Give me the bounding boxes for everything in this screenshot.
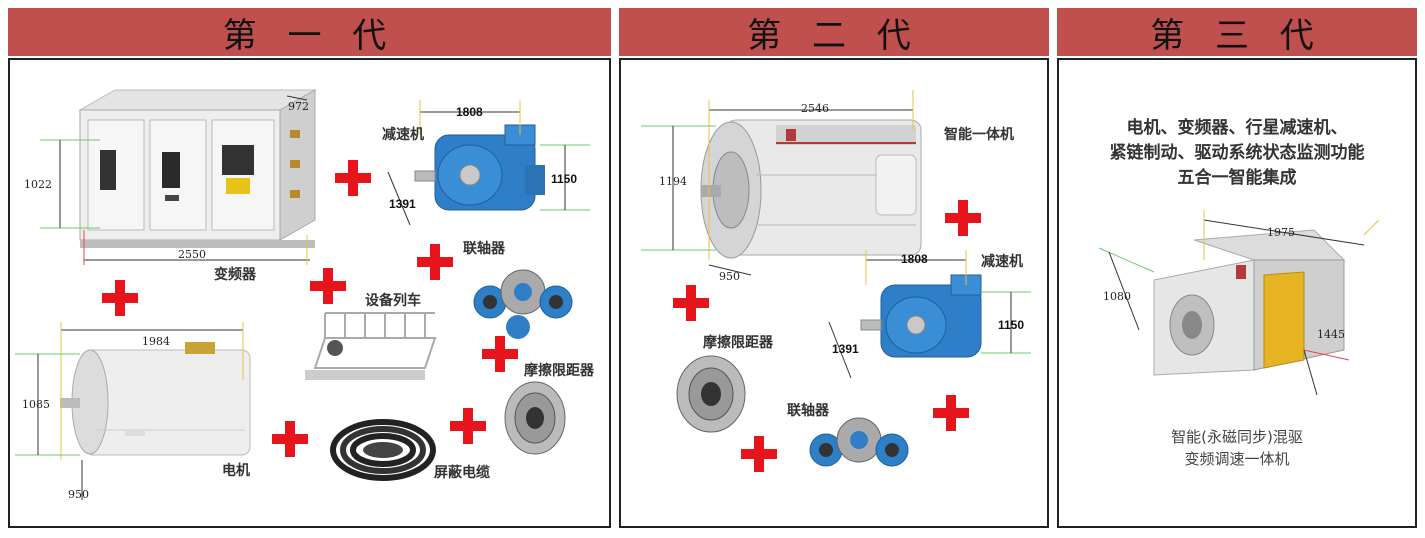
gen3-banner: 第 三 代 (1057, 8, 1417, 56)
reducer-image (414, 124, 545, 211)
gen2-banner: 第 二 代 (619, 8, 1049, 56)
coupling-image (809, 417, 909, 467)
gen2-panel: 2546 1194 950 智能一体机 1808 1150 1391 减速机 摩… (619, 58, 1049, 528)
reducer-image (860, 274, 982, 358)
limiter-image (504, 381, 566, 455)
plus-icon (417, 244, 453, 280)
reducer-width-dim: 1808 (456, 105, 483, 119)
gen3-caption: 智能(永磁同步)混驱 变频调速一体机 (1059, 426, 1415, 470)
cable-label: 屏蔽电缆 (434, 465, 490, 481)
integrated-depth-dim: 950 (719, 270, 740, 283)
inverter-depth-dim: 972 (288, 100, 309, 113)
gen3-caption-line2: 变频调速一体机 (1184, 450, 1290, 468)
gen3-description: 电机、变频器、行星减速机、 紧链制动、驱动系统状态监测功能 五合一智能集成 (1059, 116, 1415, 191)
reducer-label: 减速机 (981, 254, 1023, 270)
plus-icon (310, 268, 346, 304)
gen1-panel: 1022 2550 972 变频器 1808 1150 1391 减速机 联轴器 (8, 58, 611, 528)
motor-height-dim: 1085 (22, 398, 50, 411)
reducer-label: 减速机 (382, 127, 424, 143)
inverter-width-dim: 2550 (178, 248, 206, 261)
gen3-depth-dim: 1445 (1317, 328, 1345, 341)
plus-icon (741, 436, 777, 472)
plus-icon (335, 160, 371, 196)
limiter-label: 摩擦限距器 (703, 335, 773, 351)
gen3-height-dim: 1080 (1103, 290, 1131, 303)
inverter-label: 变频器 (214, 267, 256, 283)
gen3-description-line3: 五合一智能集成 (1177, 168, 1297, 188)
coupling-image (473, 269, 573, 339)
gen3-description-line2: 紧链制动、驱动系统状态监测功能 (1109, 143, 1365, 163)
gen3-integrated-machine-image (1153, 229, 1346, 376)
integrated-label: 智能一体机 (944, 127, 1014, 143)
reducer-height-dim: 1150 (998, 318, 1025, 332)
plus-icon (450, 408, 486, 444)
plus-icon (272, 421, 308, 457)
inverter-height-dim: 1022 (24, 178, 52, 191)
reducer-dimension-lines (828, 250, 1031, 379)
gen1-banner: 第 一 代 (8, 8, 611, 56)
inverter-dimension-lines (40, 95, 310, 265)
limiter-image (676, 355, 746, 433)
reducer-width-dim: 1808 (901, 252, 928, 266)
plus-icon (933, 395, 969, 431)
reducer-depth-dim: 1391 (389, 197, 416, 211)
reducer-depth-dim: 1391 (832, 342, 859, 356)
plus-icon (102, 280, 138, 316)
integrated-dimension-lines (641, 90, 914, 276)
motor-width-dim: 1984 (142, 335, 170, 348)
gen3-dimension-lines (1098, 210, 1380, 396)
plus-icon (482, 336, 518, 372)
equipment-train-label: 设备列车 (365, 293, 421, 309)
equipment-train-image (305, 312, 437, 380)
plus-icon (673, 285, 709, 321)
motor-label: 电机 (222, 463, 250, 479)
motor-depth-dim: 950 (68, 488, 89, 501)
inverter-image (78, 89, 317, 248)
integrated-height-dim: 1194 (659, 175, 687, 188)
limiter-label: 摩擦限距器 (524, 363, 594, 379)
integrated-machine-image (700, 119, 922, 259)
gen3-panel: 电机、变频器、行星减速机、 紧链制动、驱动系统状态监测功能 五合一智能集成 19… (1057, 58, 1417, 528)
coupling-label: 联轴器 (463, 241, 505, 257)
gen3-width-dim: 1975 (1267, 226, 1295, 239)
coupling-label: 联轴器 (787, 403, 829, 419)
plus-icon (945, 200, 981, 236)
motor-image (60, 342, 251, 456)
cable-image (330, 419, 436, 481)
reducer-dimension-lines (387, 100, 590, 226)
gen3-description-line1: 电机、变频器、行星减速机、 (1126, 118, 1348, 138)
integrated-width-dim: 2546 (801, 102, 829, 115)
motor-dimension-lines (15, 322, 244, 500)
reducer-height-dim: 1150 (551, 172, 578, 186)
gen3-caption-line1: 智能(永磁同步)混驱 (1171, 428, 1303, 446)
